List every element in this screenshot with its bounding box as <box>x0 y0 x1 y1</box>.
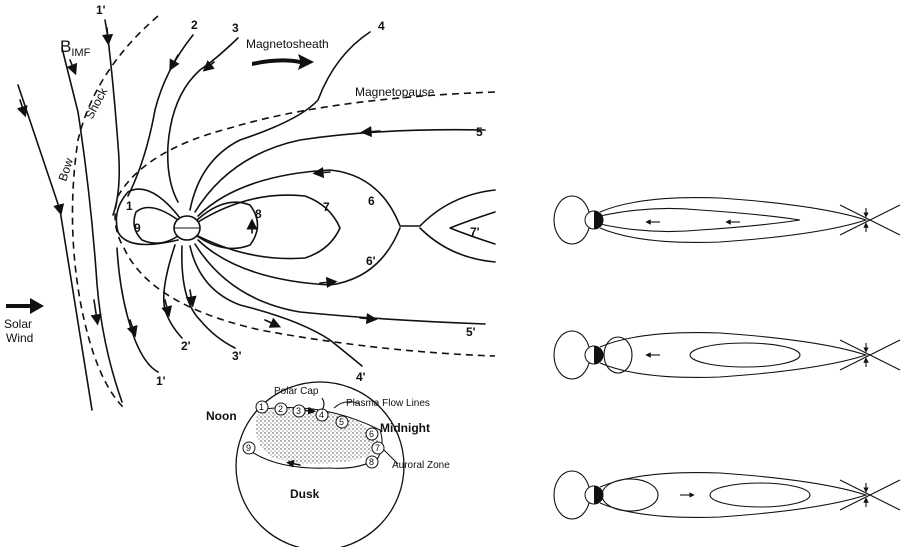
polar-cap-inset: 1 2 3 4 5 6 7 8 9 Polar Cap Plasma Flow … <box>206 382 450 547</box>
num-1p-top: 1' <box>96 3 106 17</box>
bow-shock-line <box>72 16 158 408</box>
num-5p: 5' <box>466 325 476 339</box>
circled-5: 5 <box>336 416 348 428</box>
tail-sketch-1 <box>554 196 900 244</box>
inner-loop <box>604 337 632 373</box>
circled-6: 6 <box>366 428 378 440</box>
solar-wind-label-2: Wind <box>6 331 33 345</box>
circled-9: 9 <box>243 442 255 454</box>
bimf-label: BIMF <box>60 37 91 59</box>
num-4: 4 <box>378 19 385 33</box>
imf-arrow-top <box>70 60 74 70</box>
magnetopause-label: Magnetopause <box>355 85 435 99</box>
num-9: 9 <box>134 221 141 235</box>
field-line-1p-top <box>105 20 119 215</box>
num-7p: 7' <box>470 225 480 239</box>
num-7: 7 <box>323 200 330 214</box>
field-line-2p <box>164 245 182 338</box>
tail-outer <box>600 333 866 378</box>
arrow-2 <box>172 55 178 66</box>
field-line-6 <box>198 170 495 226</box>
polar-cap-label: Polar Cap <box>274 386 319 397</box>
num-5: 5 <box>476 125 483 139</box>
tail-sketch-2 <box>554 331 900 379</box>
num-3: 3 <box>232 21 239 35</box>
svg-text:6: 6 <box>369 429 374 439</box>
svg-text:2: 2 <box>278 404 283 414</box>
tail-outer <box>600 473 866 518</box>
imf-arrow-down <box>94 300 97 320</box>
svg-text:9: 9 <box>246 443 251 453</box>
num-1: 1 <box>126 199 133 213</box>
tail-sketch-3 <box>554 471 900 519</box>
noon-label: Noon <box>206 409 237 423</box>
svg-text:4: 4 <box>319 410 324 420</box>
arrow-4p <box>265 320 276 325</box>
x-line <box>840 340 900 370</box>
field-line-1p-bottom <box>117 248 158 372</box>
magnetosheath-arrow <box>252 54 314 70</box>
num-3p: 3' <box>232 349 242 363</box>
circled-4: 4 <box>316 409 328 421</box>
planet-night <box>594 211 603 229</box>
tail-inner <box>600 208 800 231</box>
bow-label: Bow <box>56 156 77 183</box>
field-line-3 <box>168 38 238 202</box>
num-6: 6 <box>368 194 375 208</box>
plasmoid-loop <box>710 483 810 507</box>
magnetosheath-label: Magnetosheath <box>246 37 329 51</box>
magnetosphere-diagram: BIMF Shock Bow Magnetosheath Magnetopaus… <box>4 3 495 410</box>
num-2p: 2' <box>181 339 191 353</box>
num-8: 8 <box>255 207 262 221</box>
solar-wind-label-1: Solar <box>4 317 32 331</box>
arrow-5p <box>360 318 372 319</box>
circled-8: 8 <box>366 456 378 468</box>
circled-1: 1 <box>256 401 268 413</box>
arrow-1p <box>107 28 108 40</box>
tail-outer <box>600 198 866 243</box>
circled-2: 2 <box>275 403 287 415</box>
plasma-flow-label: Plasma Flow Lines <box>346 398 430 409</box>
field-line-1 <box>116 189 180 244</box>
shock-label: Shock <box>82 85 110 122</box>
field-line-7 <box>198 195 340 258</box>
svg-text:7: 7 <box>375 443 380 453</box>
solar-wind-arrow <box>6 298 44 314</box>
dusk-label: Dusk <box>290 487 320 501</box>
circled-7: 7 <box>372 442 384 454</box>
num-6p: 6' <box>366 254 376 268</box>
arrow-5 <box>366 131 380 132</box>
svg-text:1: 1 <box>259 402 264 412</box>
arrow-6p <box>320 282 332 283</box>
x-line <box>840 480 900 510</box>
plasmoid-loop <box>690 343 800 367</box>
x-line <box>840 205 900 235</box>
magnetopause-line <box>115 92 495 356</box>
num-4p: 4' <box>356 370 366 384</box>
num-2: 2 <box>191 18 198 32</box>
arrow-6 <box>318 172 330 173</box>
svg-text:8: 8 <box>369 457 374 467</box>
svg-text:5: 5 <box>339 417 344 427</box>
field-line-2 <box>128 35 193 196</box>
svg-text:3: 3 <box>296 406 301 416</box>
planet-night <box>594 346 603 364</box>
num-1p-bottom: 1' <box>156 374 166 388</box>
field-line-6p <box>198 228 495 285</box>
midnight-label: Midnight <box>380 421 430 435</box>
field-line-5p <box>195 244 485 324</box>
circled-3: 3 <box>293 405 305 417</box>
inner-loop <box>602 479 658 511</box>
arrow-3p <box>190 290 192 302</box>
auroral-zone-label: Auroral Zone <box>392 460 450 471</box>
